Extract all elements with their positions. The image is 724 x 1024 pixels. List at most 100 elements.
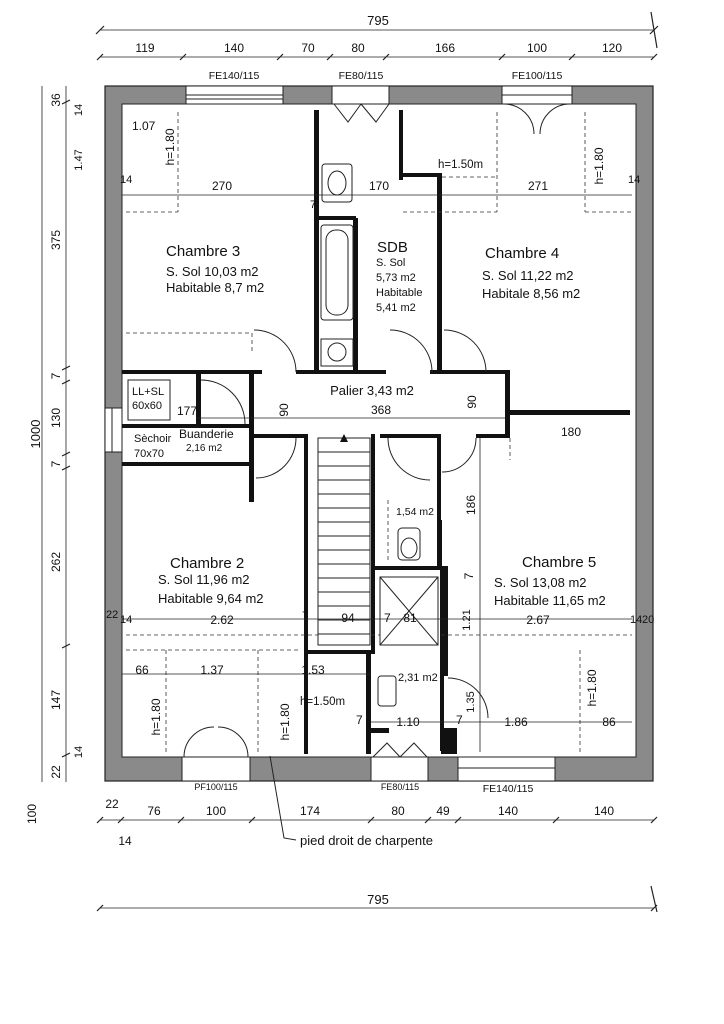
dim: 166 <box>435 41 455 55</box>
svg-text:271: 271 <box>528 179 548 193</box>
dim: 140 <box>224 41 244 55</box>
svg-text:368: 368 <box>371 403 391 417</box>
room-area-hab: Habitable 8,7 m2 <box>166 280 264 295</box>
svg-text:20: 20 <box>642 614 654 626</box>
svg-text:h=1.80: h=1.80 <box>149 698 163 735</box>
dim: 14 <box>73 746 85 758</box>
dim: 140 <box>594 804 614 818</box>
roof-lines <box>126 112 632 752</box>
annotation-pied-droit: pied droit de charpente <box>269 755 433 848</box>
room-wc: 1,54 m2 <box>396 506 434 518</box>
room-sdb: SDB S. Sol 5,73 m2 Habitable 5,41 m2 <box>376 239 422 314</box>
dim: 80 <box>351 41 365 55</box>
room-chambre3: Chambre 3 S. Sol 10,03 m2 Habitable 8,7 … <box>166 243 264 295</box>
svg-text:7: 7 <box>302 609 309 623</box>
door-swings <box>183 103 571 758</box>
svg-text:h=1.80: h=1.80 <box>278 703 292 740</box>
dim: 120 <box>602 41 622 55</box>
svg-text:h=1.50m: h=1.50m <box>300 696 345 708</box>
dim-total: 795 <box>367 892 389 907</box>
dim: 100 <box>527 41 547 55</box>
window-label: FE100/115 <box>512 70 563 82</box>
room-area-hab: Habitable 11,65 m2 <box>494 593 606 608</box>
dim: 7 <box>49 460 63 467</box>
room-name: Palier 3,43 m2 <box>330 383 414 398</box>
dim: 14 <box>73 104 85 116</box>
staircase <box>317 434 371 646</box>
svg-text:14: 14 <box>630 614 642 626</box>
svg-text:7: 7 <box>456 713 463 727</box>
exterior-walls <box>104 85 654 782</box>
svg-text:90: 90 <box>277 403 291 417</box>
svg-text:h=1.80: h=1.80 <box>163 128 177 165</box>
room-label-size: 60x60 <box>132 400 162 412</box>
dim: 22 <box>105 797 119 811</box>
room-name: Chambre 5 <box>522 554 596 571</box>
room-area-hab: Habitable <box>376 287 422 299</box>
svg-text:66: 66 <box>135 663 149 677</box>
bathtub <box>320 224 354 321</box>
washer <box>127 379 171 421</box>
dimension-left: 1000 36 375 7 130 7 262 147 22 14 1.47 1… <box>25 86 85 824</box>
svg-text:h=1.80: h=1.80 <box>585 669 599 706</box>
svg-text:94: 94 <box>341 611 355 625</box>
svg-text:177: 177 <box>177 404 197 418</box>
dim-total: 795 <box>367 13 389 28</box>
svg-text:7: 7 <box>310 199 316 211</box>
dimension-top: 795 119 140 70 80 166 100 120 <box>95 13 659 61</box>
room-area: 2,31 m2 <box>398 672 438 684</box>
room-area-hab: Habitable 9,64 m2 <box>158 591 264 606</box>
svg-text:186: 186 <box>464 495 478 515</box>
room-area-sol-value: 5,73 m2 <box>376 272 416 284</box>
dim: 76 <box>147 804 161 818</box>
room-name: Buanderie <box>179 427 234 441</box>
svg-text:14: 14 <box>120 614 132 626</box>
dim: 100 <box>25 804 39 824</box>
dim: 262 <box>49 552 63 572</box>
dim: 147 <box>49 690 63 710</box>
room-name: Chambre 2 <box>170 555 244 572</box>
dim: 49 <box>436 804 450 818</box>
interior-dimensions: 1.07 h=1.80 14 270 7 170 h=1.50m 271 h=1… <box>106 119 654 752</box>
svg-text:1.53: 1.53 <box>301 663 325 677</box>
window-label: FE80/115 <box>381 782 419 792</box>
svg-text:2.67: 2.67 <box>526 613 550 627</box>
svg-text:86: 86 <box>602 715 616 729</box>
room-llsl: LL+SL 60x60 <box>132 386 164 412</box>
room-area: 1,54 m2 <box>396 506 434 518</box>
window-label: FE140/115 <box>209 70 260 82</box>
dim: 36 <box>49 93 63 107</box>
interior-walls <box>122 110 630 754</box>
svg-text:1.37: 1.37 <box>200 663 224 677</box>
dim: 14 <box>118 834 132 848</box>
dim: 70 <box>301 41 315 55</box>
dim: 375 <box>49 230 63 250</box>
toilet <box>397 527 421 561</box>
svg-text:14: 14 <box>628 174 640 186</box>
room-name: Chambre 4 <box>485 245 559 262</box>
room-chambre4: Chambre 4 S. Sol 11,22 m2 Habitale 8,56 … <box>482 245 580 301</box>
dim: 7 <box>49 372 63 379</box>
dim: 130 <box>49 408 63 428</box>
svg-text:h=1.50m: h=1.50m <box>438 159 483 171</box>
room-douche: 2,31 m2 <box>398 672 438 684</box>
window-label: FE80/115 <box>339 70 384 82</box>
room-area-sol: S. Sol <box>376 257 405 269</box>
room-area-sol: S. Sol 13,08 m2 <box>494 575 587 590</box>
room-area-sol: S. Sol 11,22 m2 <box>482 268 574 283</box>
dim: 80 <box>391 804 405 818</box>
dimension-bottom: 22 76 100 174 80 49 140 140 14 795 <box>96 797 658 912</box>
svg-text:1.10: 1.10 <box>396 715 420 729</box>
window-label: PF100/115 <box>194 782 237 792</box>
window-label: FE140/115 <box>483 783 534 795</box>
dim: 119 <box>135 41 154 55</box>
svg-text:7: 7 <box>462 572 476 579</box>
svg-text:180: 180 <box>561 425 581 439</box>
room-buanderie: Buanderie 2,16 m2 <box>179 427 234 454</box>
svg-text:270: 270 <box>212 179 232 193</box>
room-chambre5: Chambre 5 S. Sol 13,08 m2 Habitable 11,6… <box>494 554 606 608</box>
svg-text:22: 22 <box>106 609 118 621</box>
edge-marks <box>650 11 658 913</box>
svg-text:170: 170 <box>369 179 389 193</box>
